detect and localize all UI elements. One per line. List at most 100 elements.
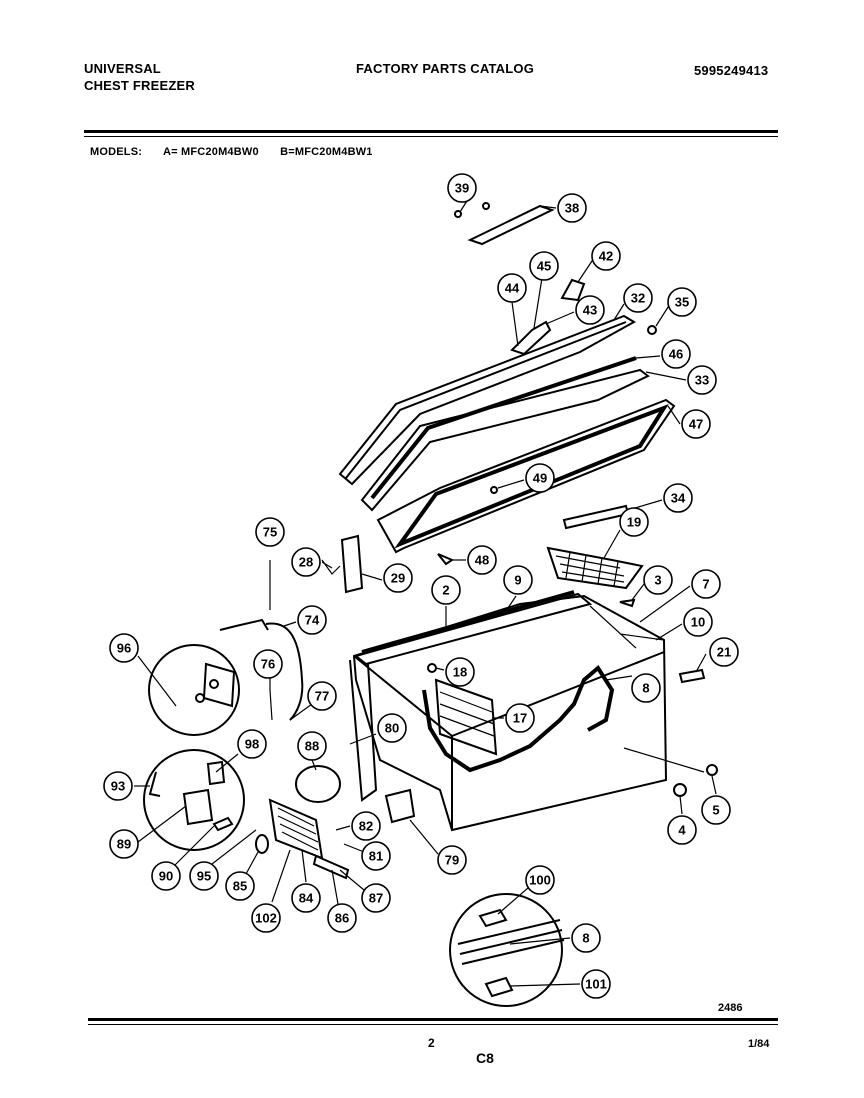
callout-35-label: 35 [675, 295, 689, 310]
callout-42-label: 42 [599, 249, 613, 264]
callout-2-label: 2 [442, 583, 449, 598]
callout-43: 43 [575, 295, 605, 325]
callout-39-label: 39 [455, 181, 469, 196]
leader-101 [509, 983, 581, 987]
callout-29-label: 29 [391, 571, 405, 586]
part-46-lid-gasket [370, 356, 637, 500]
callout-88: 88 [297, 731, 327, 761]
callout-43-label: 43 [583, 303, 597, 318]
part-5-drain-tube [706, 764, 718, 776]
leader-86 [331, 869, 339, 905]
callout-9: 9 [503, 565, 533, 595]
callout-79: 79 [437, 845, 467, 875]
leader-100 [497, 887, 529, 915]
callout-38-label: 38 [565, 201, 579, 216]
leader-87 [339, 869, 365, 891]
callout-10-label: 10 [691, 615, 705, 630]
callout-8a-label: 8 [642, 681, 649, 696]
leader-45 [533, 277, 543, 329]
callout-42: 42 [591, 241, 621, 271]
callout-82-label: 82 [359, 819, 373, 834]
part-48-screw [437, 553, 455, 566]
footer-rule-thin [88, 1024, 778, 1025]
callout-46: 46 [661, 339, 691, 369]
leader-35 [655, 303, 671, 327]
callout-93-label: 93 [111, 779, 125, 794]
callout-74: 74 [297, 605, 327, 635]
catalog-title: FACTORY PARTS CATALOG [356, 61, 535, 76]
header-rule-thin [84, 136, 778, 137]
drawing-number: 2486 [718, 1002, 743, 1014]
part-100-insert [478, 908, 508, 928]
part-2-cabinet-corner [353, 655, 453, 737]
callout-35: 35 [667, 287, 697, 317]
part-8-liner-section [457, 919, 565, 965]
callout-47: 47 [681, 409, 711, 439]
model-a: A= MFC20M4BW0 [162, 146, 259, 158]
callout-5: 5 [701, 795, 731, 825]
leader-7 [639, 585, 691, 623]
callout-90-label: 90 [159, 869, 173, 884]
leader-74 [283, 621, 297, 627]
part-39-screw-2 [482, 202, 490, 210]
callout-34: 34 [663, 483, 693, 513]
brand-block: UNIVERSAL CHEST FREEZER [84, 60, 195, 94]
part-29-hinge-bracket [340, 534, 364, 594]
callout-86: 86 [327, 903, 357, 933]
models-line: MODELS: A= MFC20M4BW0 B=MFC20M4BW1 [90, 146, 391, 158]
callout-33: 33 [687, 365, 717, 395]
callout-47-label: 47 [689, 417, 703, 432]
part-19-basket-wires [555, 551, 625, 587]
leader-49 [497, 479, 525, 489]
callout-48-label: 48 [475, 553, 489, 568]
leader-88 [311, 759, 317, 771]
leader-79 [409, 819, 439, 855]
part-21-drain-plug [678, 668, 706, 684]
part-47-gasket-frame [376, 398, 676, 554]
part-35-nut [647, 325, 657, 335]
callout-7-label: 7 [702, 577, 709, 592]
callout-87-label: 87 [369, 891, 383, 906]
callout-85: 85 [225, 871, 255, 901]
part-39-screw [454, 210, 462, 218]
leader-10 [655, 623, 683, 641]
callout-96: 96 [109, 633, 139, 663]
callout-100: 100 [525, 865, 555, 895]
callout-98-label: 98 [245, 737, 259, 752]
callout-82: 82 [351, 811, 381, 841]
part-86-bracket [312, 854, 350, 880]
leader-5 [711, 775, 717, 795]
leader-9 [503, 595, 517, 615]
part-74-plug [219, 618, 269, 631]
callout-3: 3 [643, 565, 673, 595]
callout-32-label: 32 [631, 291, 645, 306]
part-74-power-cord [265, 622, 304, 721]
callout-19-label: 19 [627, 515, 641, 530]
catalog-date: 1/84 [748, 1038, 770, 1050]
part-93-clip [148, 771, 161, 797]
callout-77: 77 [307, 681, 337, 711]
leader-8a [605, 675, 633, 681]
callout-2: 2 [431, 575, 461, 605]
part-32-lid-inner-edge [345, 321, 627, 479]
leader-81 [343, 843, 365, 853]
brand-name: UNIVERSAL [84, 61, 161, 76]
part-89-thermostat [182, 788, 214, 826]
callout-8a: 8 [631, 673, 661, 703]
callout-33-label: 33 [695, 373, 709, 388]
part-84-plate-vents [277, 807, 319, 851]
header-rule-thick [84, 130, 778, 133]
leader-77 [289, 703, 313, 721]
leader-46 [635, 355, 661, 359]
callout-76: 76 [253, 649, 283, 679]
leader-21 [695, 653, 707, 673]
detail-circle-thermostat [143, 749, 245, 851]
part-101-insert [484, 976, 514, 998]
callout-76-label: 76 [261, 657, 275, 672]
callout-18-label: 18 [453, 665, 467, 680]
part-96-outlet [202, 662, 236, 708]
callout-101-label: 101 [585, 977, 607, 992]
part-8-liner-outline [422, 664, 615, 773]
footer-rule-thick [88, 1018, 778, 1021]
